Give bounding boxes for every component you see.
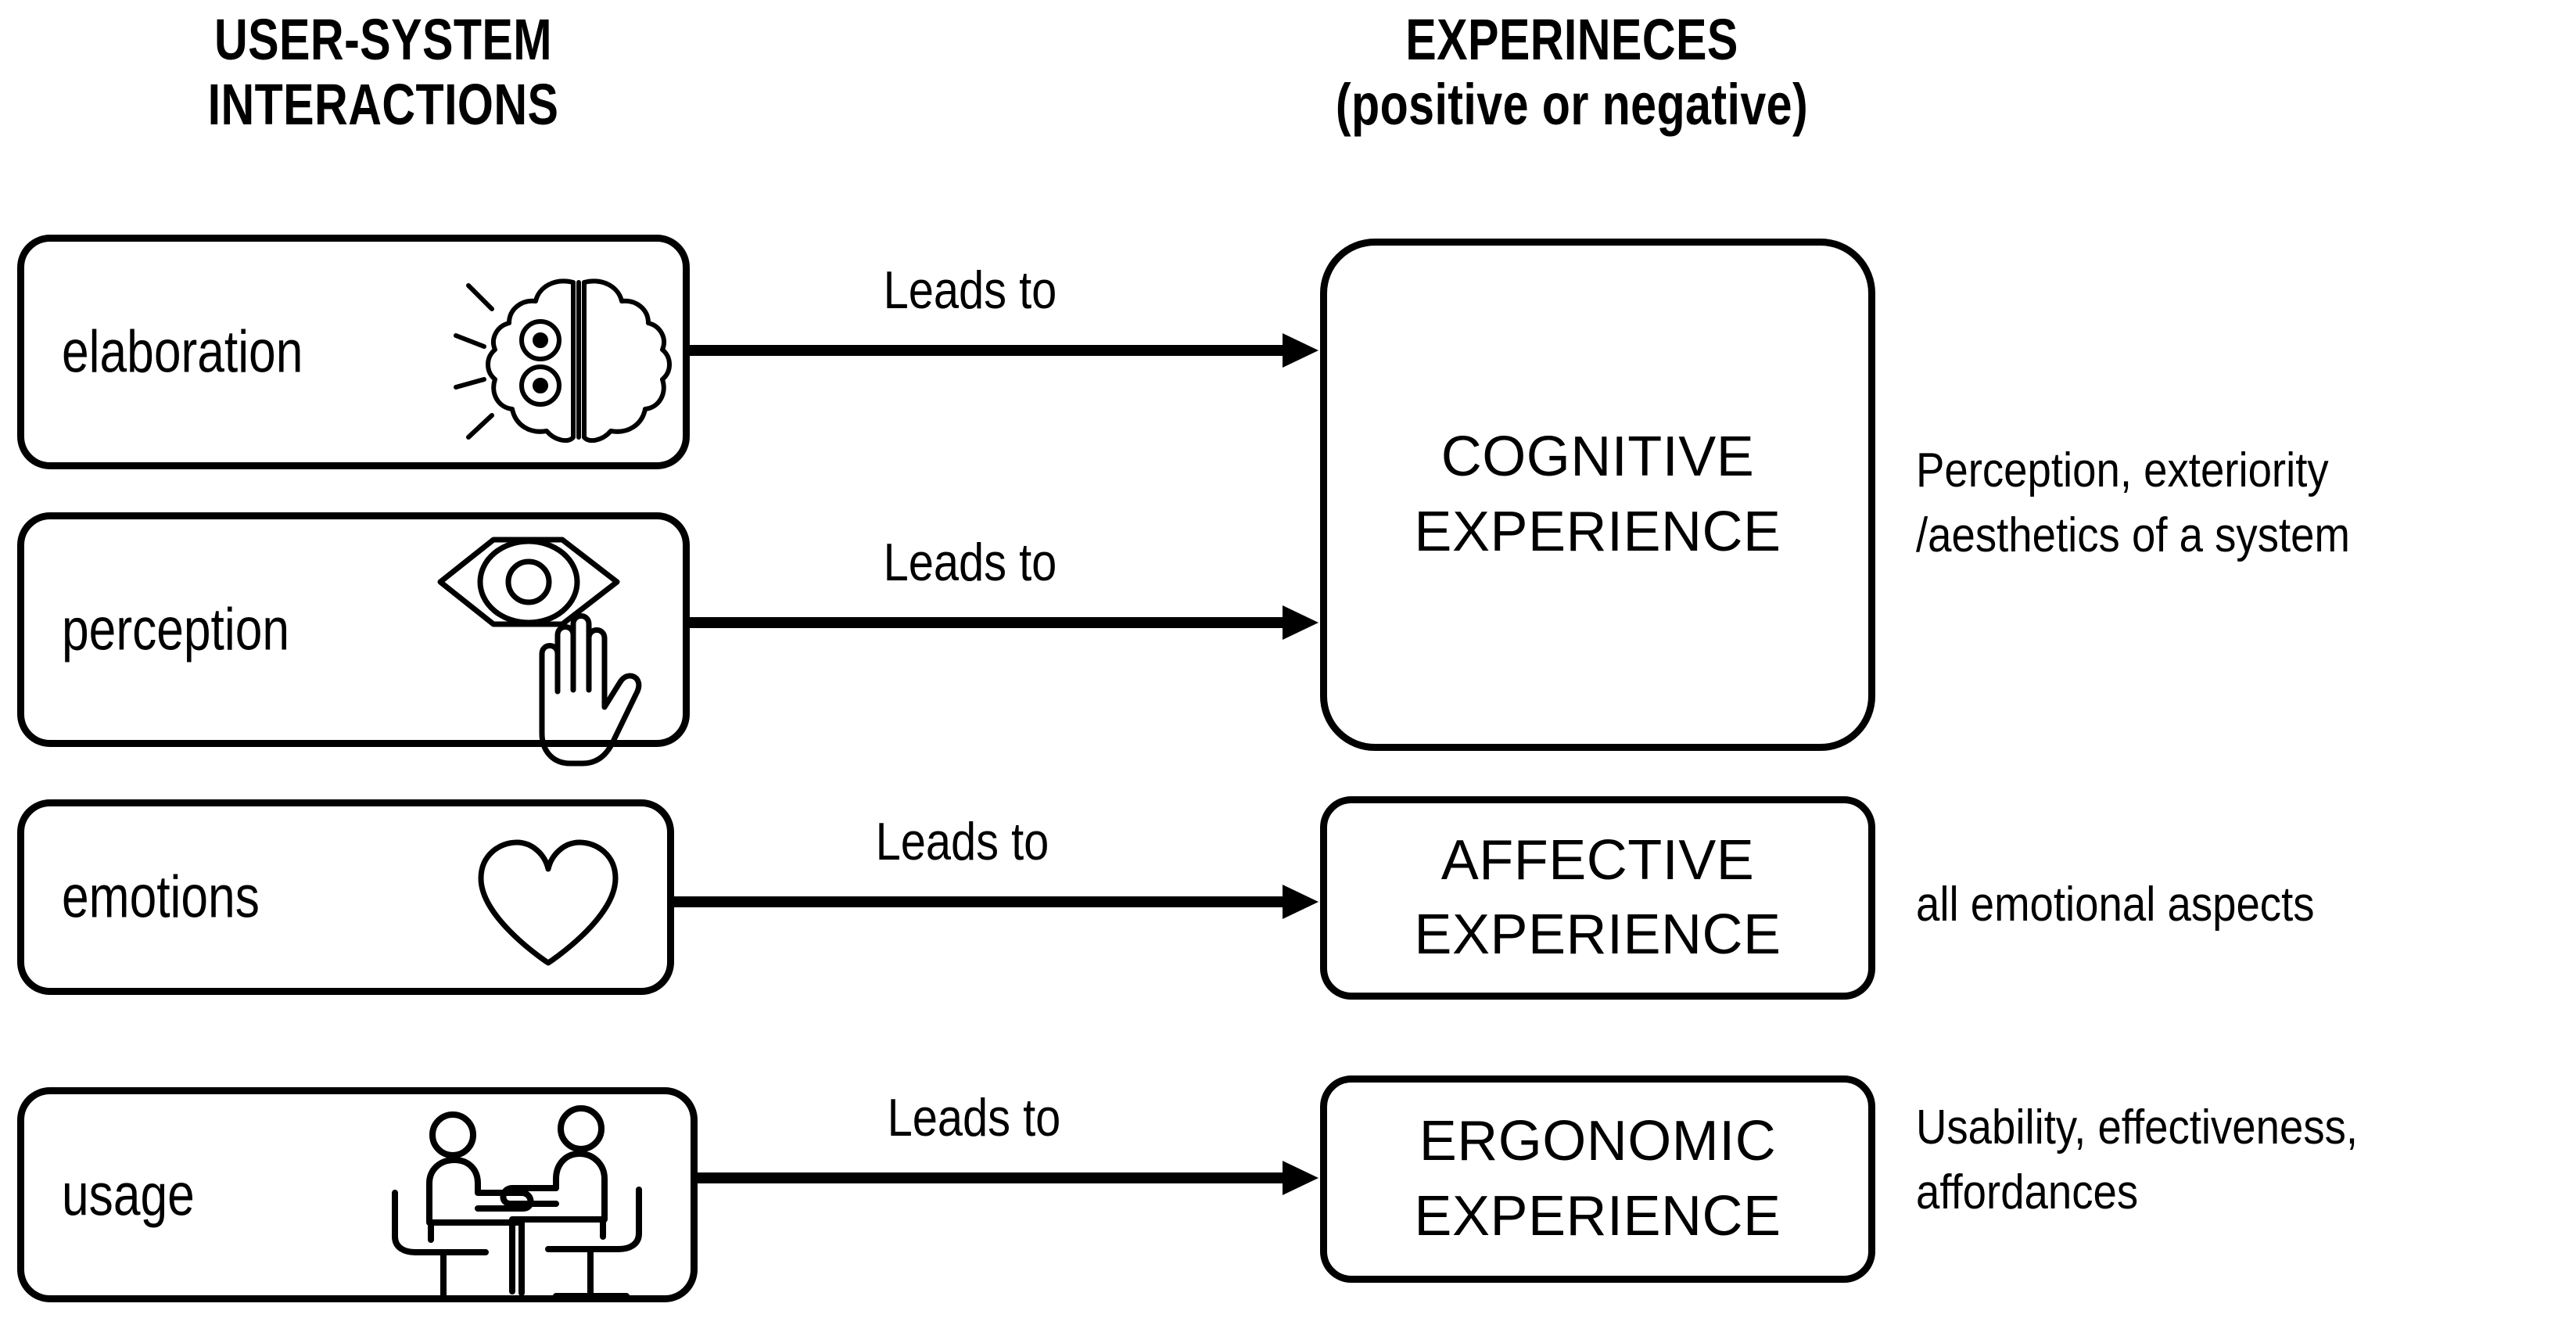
seated-people-icon xyxy=(368,1105,666,1312)
experience-label-cognitive: COGNITIVE EXPERIENCE xyxy=(1414,426,1781,563)
arrow-perception-to-cognitive: Leads to xyxy=(688,533,1322,648)
interaction-label-elaboration: elaboration xyxy=(62,318,303,386)
brain-icon xyxy=(454,271,689,451)
arrow-label-leads-to-2: Leads to xyxy=(883,533,1057,592)
column-header-experiences: EXPERINECES (positive or negative) xyxy=(1335,7,1809,137)
arrow-label-leads-to-1: Leads to xyxy=(883,260,1057,320)
heart-icon xyxy=(470,838,626,971)
experience-box-cognitive[interactable]: COGNITIVE EXPERIENCE xyxy=(1320,239,1875,751)
experience-box-ergonomic[interactable]: ERGONOMIC EXPERIENCE xyxy=(1320,1075,1875,1283)
eye-icon xyxy=(431,527,626,637)
interaction-box-elaboration[interactable]: elaboration xyxy=(17,235,690,469)
interaction-box-perception[interactable]: perception xyxy=(17,512,690,767)
interaction-box-usage[interactable]: usage xyxy=(17,1087,698,1302)
experience-box-affective[interactable]: AFFECTIVE EXPERIENCE xyxy=(1320,796,1875,1000)
interaction-label-perception: perception xyxy=(62,596,290,663)
hand-icon xyxy=(525,590,681,770)
interaction-label-usage: usage xyxy=(62,1162,195,1228)
annotation-cognitive: Perception, exteriority /aesthetics of a… xyxy=(1916,443,2350,563)
arrow-label-leads-to-3: Leads to xyxy=(875,812,1049,871)
experience-label-ergonomic: ERGONOMIC EXPERIENCE xyxy=(1414,1110,1781,1248)
column-header-user-system-interactions: USER-SYSTEM INTERACTIONS xyxy=(207,7,559,137)
arrow-emotions-to-affective: Leads to xyxy=(673,812,1322,927)
arrow-elaboration-to-cognitive: Leads to xyxy=(688,260,1322,375)
interaction-box-emotions[interactable]: emotions xyxy=(17,799,674,995)
arrow-label-leads-to-4: Leads to xyxy=(887,1088,1061,1147)
annotation-affective: all emotional aspects xyxy=(1916,878,2315,932)
interaction-label-emotions: emotions xyxy=(62,864,260,931)
experience-label-affective: AFFECTIVE EXPERIENCE xyxy=(1414,828,1781,966)
arrow-usage-to-ergonomic: Leads to xyxy=(696,1088,1322,1203)
annotation-ergonomic: Usability, effectiveness, affordances xyxy=(1916,1101,2359,1220)
